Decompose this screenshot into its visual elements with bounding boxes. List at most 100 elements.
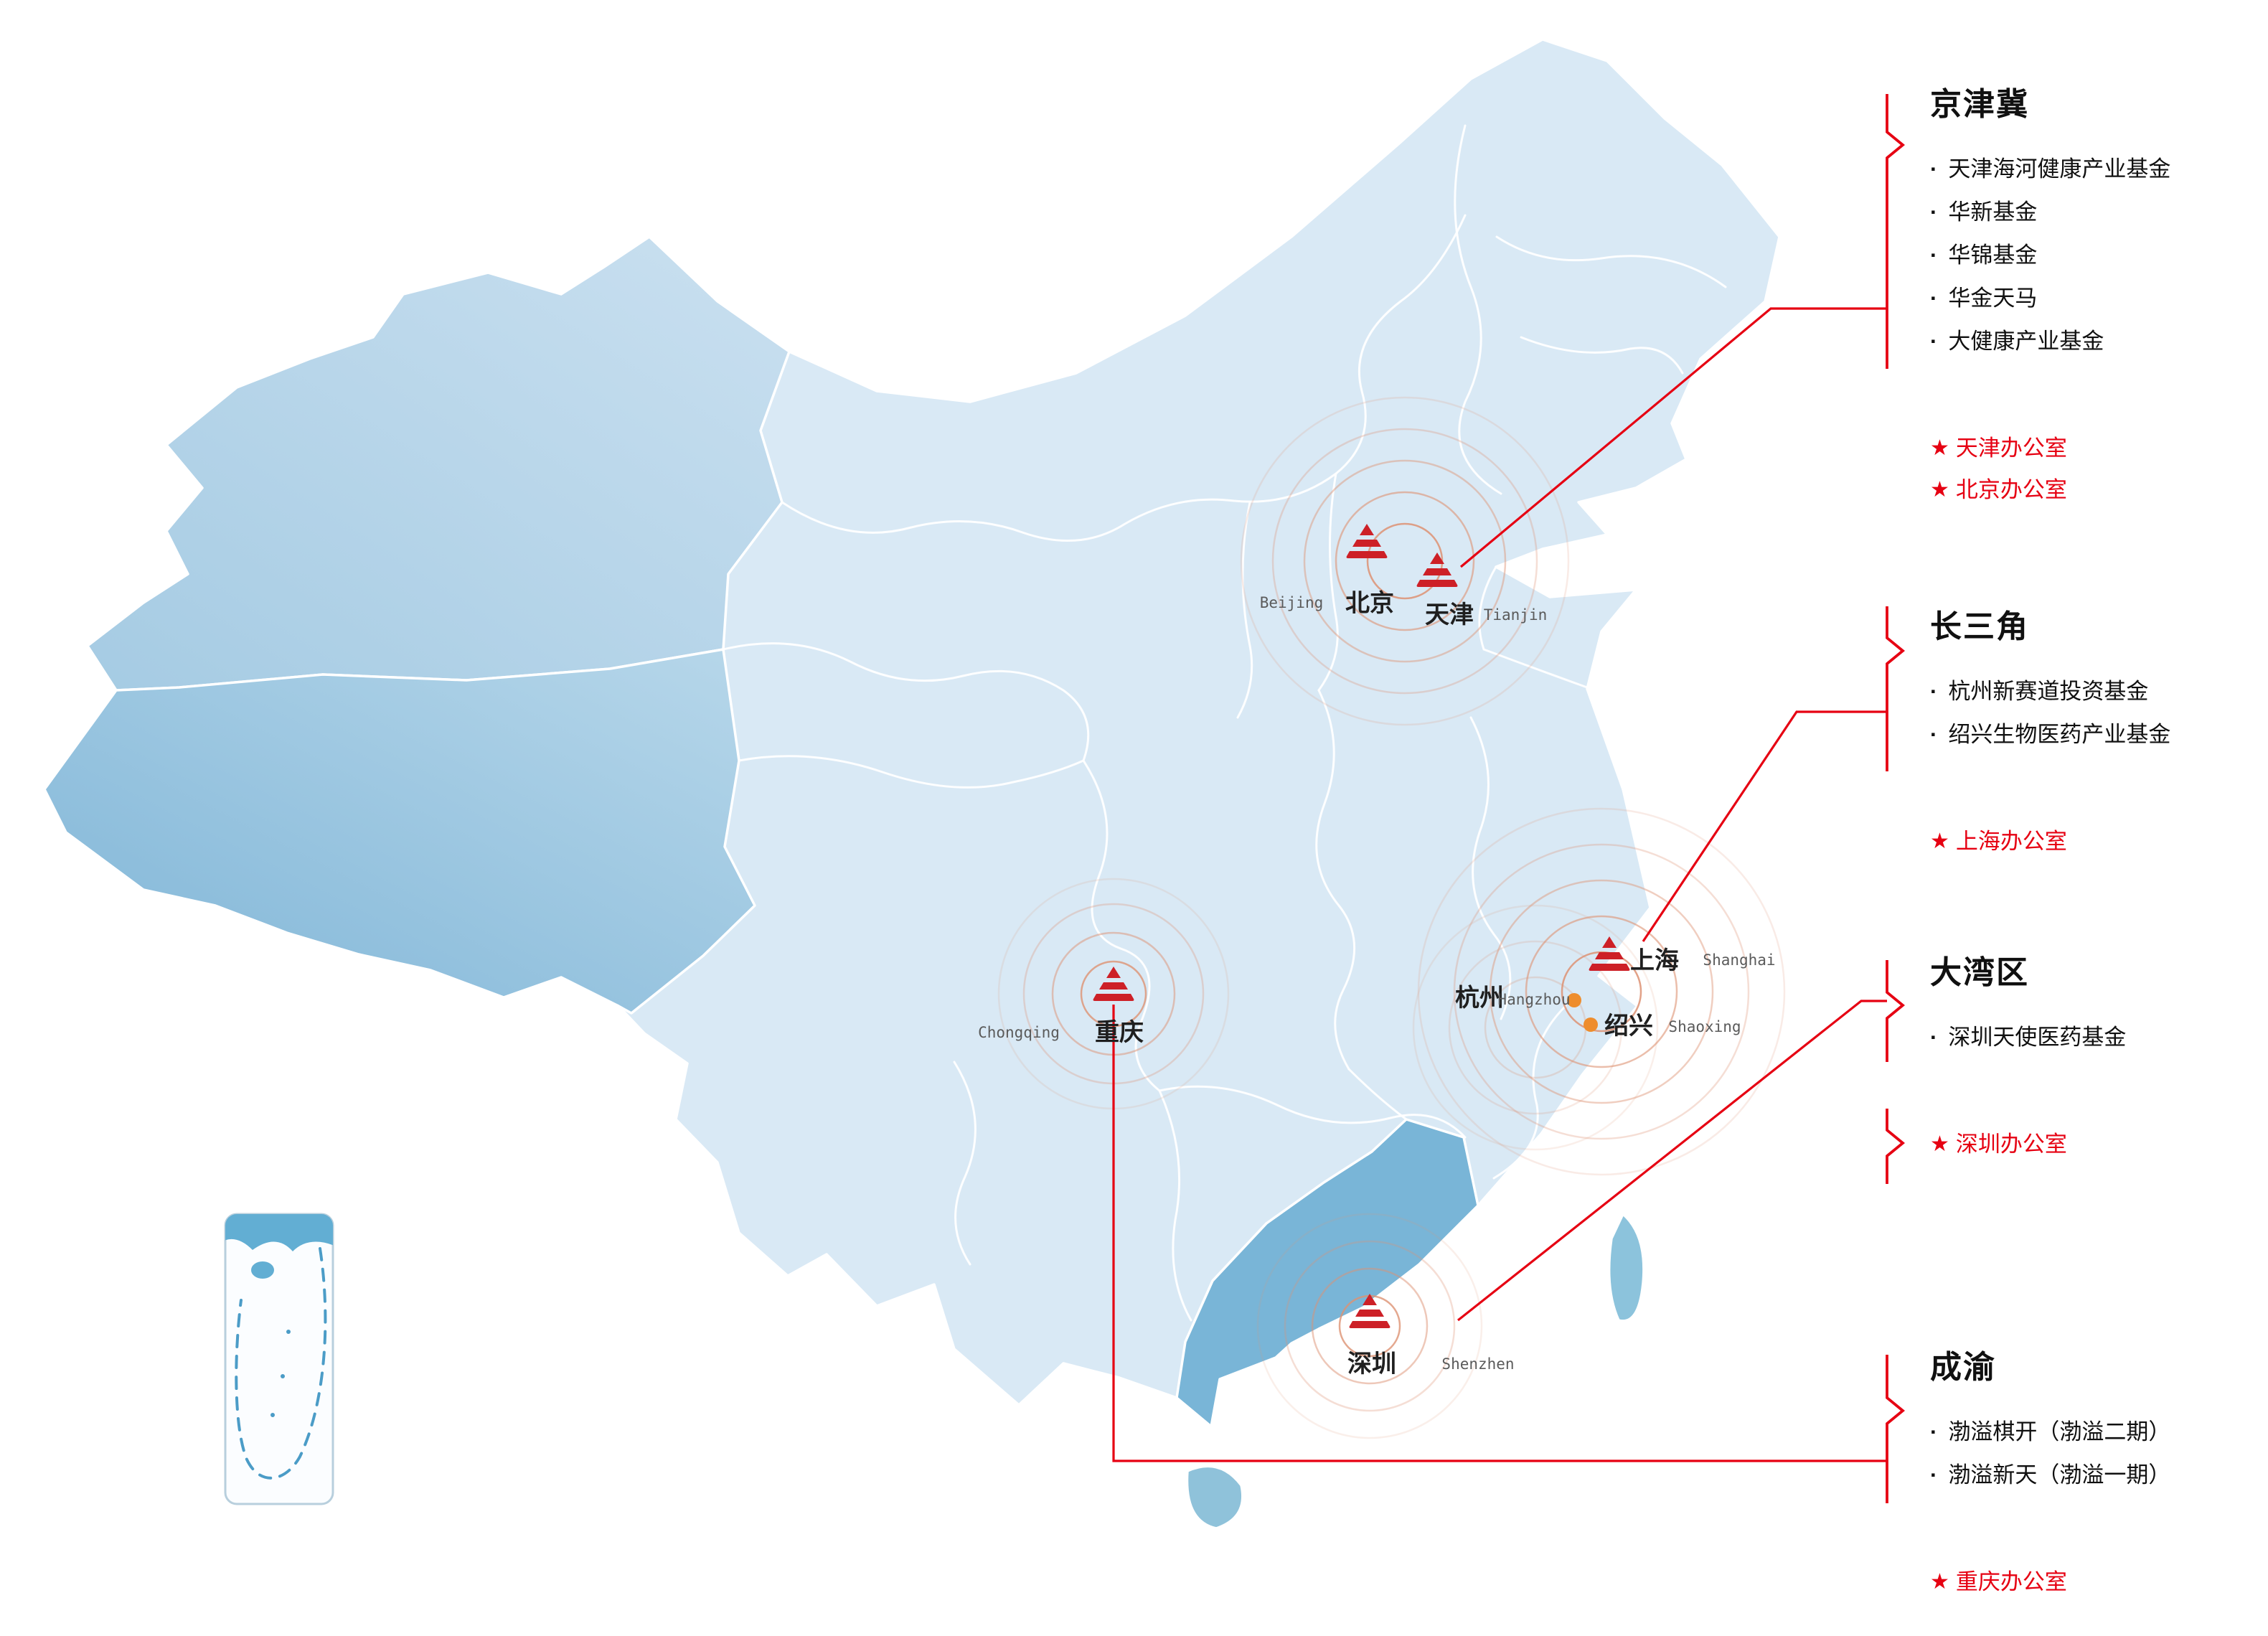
- hangzhou-dot-icon: [1567, 993, 1581, 1007]
- fund-item: · 深圳天使医药基金: [1930, 1016, 2268, 1059]
- inset-hainan-island: [251, 1261, 274, 1279]
- office-item: ★ 北京办公室: [1930, 469, 2268, 511]
- star-icon: ★: [1930, 436, 1949, 460]
- star-icon: ★: [1930, 1570, 1949, 1594]
- city-label-beijing-en: Beijing: [1260, 594, 1324, 611]
- connector-dawanqu: [1457, 1000, 1887, 1322]
- city-label-hangzhou-en: Hangzhou: [1497, 991, 1570, 1008]
- city-label-beijing: 北京: [1345, 590, 1394, 617]
- fund-list: · 深圳天使医药基金: [1930, 1016, 2268, 1059]
- fund-name: 华金天马: [1948, 286, 2038, 311]
- connector-chengyu: [1112, 1005, 1887, 1462]
- bracket-jingjinji: [1886, 94, 1906, 369]
- city-label-shanghai-en: Shanghai: [1703, 951, 1775, 969]
- south-china-sea-inset: [224, 1213, 334, 1505]
- fund-name: 华新基金: [1948, 199, 2038, 225]
- region-title-jingjinji: 京津冀: [1930, 87, 2029, 122]
- bullet-icon: ·: [1930, 679, 1938, 704]
- fund-name: 绍兴生物医药产业基金: [1948, 722, 2171, 747]
- bullet-icon: ·: [1930, 199, 1938, 225]
- fund-item: · 华锦基金: [1930, 234, 2268, 277]
- xinjiang-region: [86, 235, 791, 692]
- fund-name: 杭州新赛道投资基金: [1948, 679, 2149, 704]
- bullet-icon: ·: [1930, 286, 1938, 311]
- office-item: ★ 重庆办公室: [1930, 1561, 2268, 1603]
- city-label-chongqing: 重庆: [1095, 1019, 1144, 1046]
- connector-lines: [1112, 307, 1887, 1462]
- city-labels: 北京 Beijing 天津 Tianjin 上海 Shanghai 杭州 Han…: [978, 590, 1775, 1378]
- guangdong-region: [1175, 1118, 1479, 1428]
- city-label-tianjin: 天津: [1425, 601, 1474, 629]
- fund-name: 天津海河健康产业基金: [1948, 156, 2171, 182]
- fund-item: · 天津海河健康产业基金: [1930, 148, 2268, 191]
- hainan-island: [1185, 1465, 1244, 1530]
- fund-item: · 渤溢棋开（渤溢二期）: [1930, 1411, 2268, 1454]
- connector-changsanjiao: [1642, 710, 1887, 942]
- city-label-shenzhen-en: Shenzhen: [1441, 1355, 1514, 1373]
- fund-name: 深圳天使医药基金: [1948, 1025, 2127, 1050]
- office-list: ★ 上海办公室: [1930, 821, 2268, 862]
- connector-jingjinji: [1459, 307, 1887, 568]
- city-label-tianjin-en: Tianjin: [1484, 606, 1548, 624]
- panel-brackets: [1886, 94, 1906, 1503]
- office-item: ★ 深圳办公室: [1930, 1124, 2268, 1165]
- office-list: ★ 深圳办公室: [1930, 1124, 2268, 1165]
- star-icon: ★: [1930, 829, 1949, 853]
- fund-name: 华锦基金: [1948, 243, 2038, 268]
- office-list: ★ 天津办公室 ★ 北京办公室: [1930, 428, 2268, 511]
- bullet-icon: ·: [1930, 1419, 1938, 1444]
- region-block-changsanjiao: 长三角 · 杭州新赛道投资基金 · 绍兴生物医药产业基金 ★ 上海办公室: [1930, 608, 2268, 862]
- region-title-changsanjiao: 长三角: [1930, 609, 2029, 644]
- fund-item: · 大健康产业基金: [1930, 320, 2268, 363]
- fund-name: 大健康产业基金: [1948, 329, 2104, 354]
- fund-name: 渤溢新天（渤溢一期）: [1948, 1462, 2171, 1487]
- region-title-dawanqu: 大湾区: [1930, 955, 2029, 990]
- office-list: ★ 重庆办公室: [1930, 1561, 2268, 1603]
- bracket-chengyu: [1886, 1355, 1906, 1503]
- bullet-icon: ·: [1930, 1462, 1938, 1487]
- fund-list: · 天津海河健康产业基金 · 华新基金 · 华锦基金 · 华金天马 · 大健康产…: [1930, 148, 2268, 363]
- shaoxing-dot-icon: [1584, 1017, 1598, 1032]
- office-name: 重庆办公室: [1955, 1569, 2067, 1594]
- city-label-hangzhou: 杭州: [1455, 984, 1504, 1012]
- bracket-changsanjiao: [1886, 606, 1906, 771]
- star-icon: ★: [1930, 1132, 1949, 1156]
- bullet-icon: ·: [1930, 156, 1938, 182]
- region-title-chengyu: 成渝: [1930, 1350, 1996, 1385]
- fund-list: · 杭州新赛道投资基金 · 绍兴生物医药产业基金: [1930, 670, 2268, 756]
- bullet-icon: ·: [1930, 1025, 1938, 1050]
- fund-item: · 渤溢新天（渤溢一期）: [1930, 1454, 2268, 1497]
- inset-coast-shape: [225, 1214, 333, 1251]
- bullet-icon: ·: [1930, 329, 1938, 354]
- bullet-icon: ·: [1930, 722, 1938, 747]
- bracket-dawanqu: [1886, 960, 1906, 1062]
- city-label-shenzhen: 深圳: [1347, 1350, 1396, 1378]
- bracket-shenzhen-office: [1886, 1109, 1906, 1184]
- fund-item: · 华新基金: [1930, 191, 2268, 234]
- city-label-shaoxing: 绍兴: [1604, 1012, 1653, 1040]
- office-item: ★ 天津办公室: [1930, 428, 2268, 469]
- city-label-chongqing-en: Chongqing: [978, 1024, 1060, 1041]
- taiwan-island: [1607, 1213, 1645, 1322]
- fund-item: · 杭州新赛道投资基金: [1930, 670, 2268, 713]
- fund-list: · 渤溢棋开（渤溢二期） · 渤溢新天（渤溢一期）: [1930, 1411, 2268, 1497]
- nine-dash-line: [235, 1247, 327, 1480]
- office-item: ★ 上海办公室: [1930, 821, 2268, 862]
- star-icon: ★: [1930, 478, 1949, 502]
- fund-name: 渤溢棋开（渤溢二期）: [1948, 1419, 2171, 1444]
- province-borders: [722, 124, 1727, 1322]
- city-label-shanghai: 上海: [1630, 947, 1679, 974]
- region-block-chengyu: 成渝 · 渤溢棋开（渤溢二期） · 渤溢新天（渤溢一期） ★ 重庆办公室: [1930, 1349, 2268, 1603]
- fund-item: · 华金天马: [1930, 277, 2268, 320]
- tibet-region: [43, 648, 756, 1015]
- city-label-shaoxing-en: Shaoxing: [1668, 1018, 1741, 1035]
- office-name: 上海办公室: [1955, 829, 2067, 854]
- office-name: 深圳办公室: [1955, 1132, 2067, 1157]
- region-block-jingjinji: 京津冀 · 天津海河健康产业基金 · 华新基金 · 华锦基金 · 华金天马 · …: [1930, 86, 2268, 511]
- bullet-icon: ·: [1930, 243, 1938, 268]
- fund-item: · 绍兴生物医药产业基金: [1930, 713, 2268, 756]
- office-name: 天津办公室: [1955, 436, 2067, 461]
- city-markers: [1093, 524, 1630, 1328]
